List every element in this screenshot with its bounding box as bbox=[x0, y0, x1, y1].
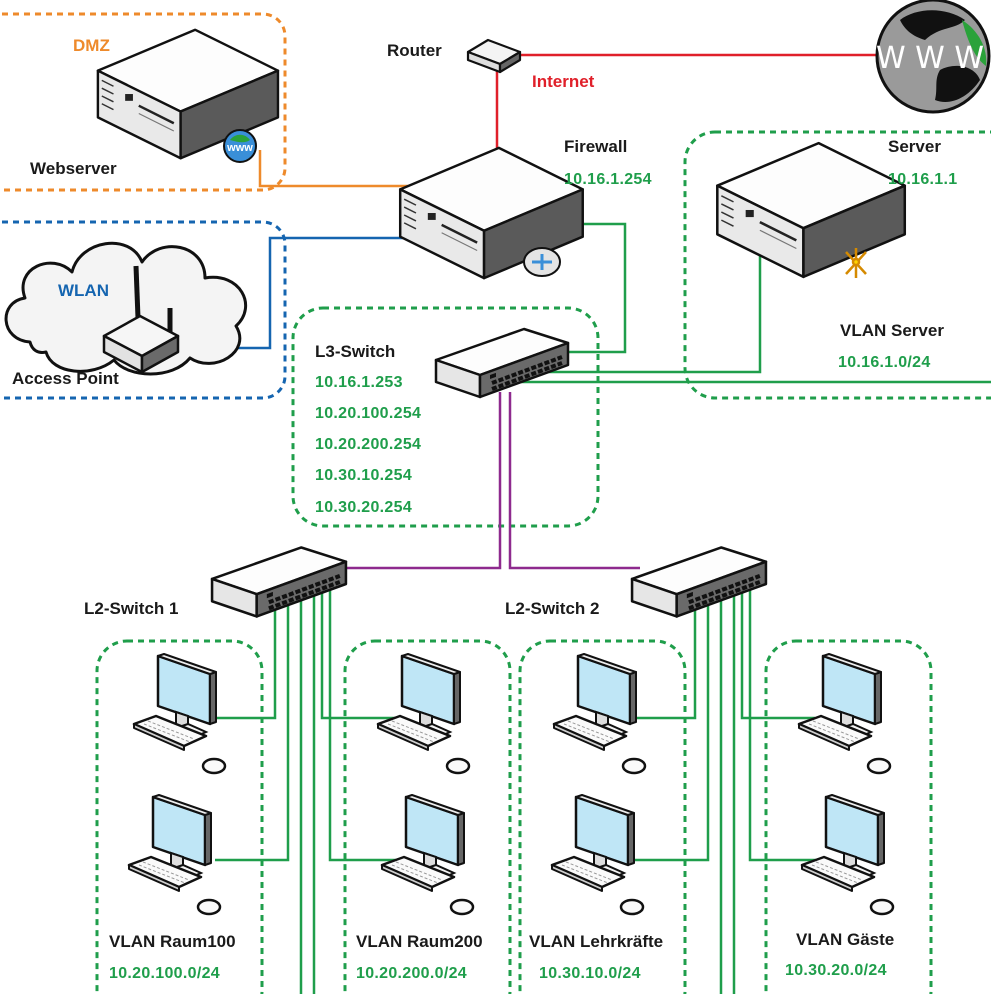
link-l2s2-pc6 bbox=[635, 604, 710, 862]
vlan-gaeste-net: 10.30.20.0/24 bbox=[785, 962, 887, 979]
wlan-label: WLAN bbox=[58, 281, 109, 300]
webserver-device[interactable]: www bbox=[96, 28, 280, 163]
l3-switch-zone-border bbox=[291, 306, 600, 528]
l2-switch-1-label: L2-Switch 1 bbox=[84, 599, 178, 618]
workstation-raum100-2[interactable] bbox=[127, 793, 222, 916]
router-label: Router bbox=[387, 41, 442, 60]
firewall-badge-icon bbox=[523, 247, 561, 277]
firewall-label: Firewall bbox=[564, 137, 627, 156]
link-l3switch-l2switch2 bbox=[508, 392, 640, 570]
firewall-ip: 10.16.1.254 bbox=[564, 171, 652, 188]
l3-switch-ip-3: 10.20.200.254 bbox=[315, 436, 421, 453]
l3-switch-ip-2: 10.20.100.254 bbox=[315, 405, 421, 422]
network-star-icon bbox=[845, 248, 867, 278]
vlan-raum200-zone-border bbox=[343, 639, 512, 994]
web-globe-badge-icon: www bbox=[223, 129, 257, 163]
server-ip: 10.16.1.1 bbox=[888, 171, 957, 188]
www-globe-icon: W W W bbox=[875, 0, 991, 114]
link-l2s2-pc5 bbox=[635, 608, 697, 720]
link-l3switch-l2switch1 bbox=[340, 392, 502, 570]
link-l2s1-pc4 bbox=[328, 588, 400, 862]
vlan-lehrkraefte-net: 10.30.10.0/24 bbox=[539, 965, 641, 982]
access-point-device[interactable] bbox=[102, 265, 180, 374]
l3-switch-ip-5: 10.30.20.254 bbox=[315, 499, 412, 516]
webserver-label: Webserver bbox=[30, 159, 117, 178]
link-l2s1-pc1 bbox=[215, 608, 277, 720]
l3-switch-label: L3-Switch bbox=[315, 342, 395, 361]
l3-switch-ip-4: 10.30.10.254 bbox=[315, 467, 412, 484]
vlan-server-net: 10.16.1.0/24 bbox=[838, 354, 931, 371]
l3-switch-ip-1: 10.16.1.253 bbox=[315, 374, 403, 391]
vlan-gaeste-zone-border bbox=[764, 639, 933, 994]
svg-text:www: www bbox=[226, 142, 253, 154]
server-device[interactable] bbox=[716, 141, 907, 279]
connections bbox=[170, 53, 991, 994]
firewall-device[interactable] bbox=[398, 146, 584, 280]
workstation-raum200-2[interactable] bbox=[380, 793, 475, 916]
link-l2s1-pc2 bbox=[215, 604, 290, 862]
server-label: Server bbox=[888, 137, 941, 156]
vlan-raum100-net: 10.20.100.0/24 bbox=[109, 965, 220, 982]
vlan-lehrkraefte-label: VLAN Lehrkräfte bbox=[529, 932, 663, 951]
server-zone-border bbox=[683, 130, 991, 400]
l2-switch-2-label: L2-Switch 2 bbox=[505, 599, 599, 618]
workstation-lehrkraefte-2[interactable] bbox=[550, 793, 645, 916]
www-globe-text: W W W bbox=[876, 41, 984, 76]
vlan-raum100-label: VLAN Raum100 bbox=[109, 932, 236, 951]
vlan-raum200-label: VLAN Raum200 bbox=[356, 932, 483, 951]
vlan-lehrkraefte-zone-border bbox=[518, 639, 687, 994]
link-l2s1-pc3 bbox=[320, 592, 395, 720]
workstation-raum100-1[interactable] bbox=[132, 652, 227, 775]
vlan-raum100-zone-border bbox=[95, 639, 264, 994]
workstation-gaeste-1[interactable] bbox=[797, 652, 892, 775]
vlan-raum200-net: 10.20.200.0/24 bbox=[356, 965, 467, 982]
workstation-raum200-1[interactable] bbox=[376, 652, 471, 775]
vlan-server-label: VLAN Server bbox=[840, 321, 944, 340]
l2-switch-2-device[interactable] bbox=[632, 547, 766, 616]
link-l2s2-pc8 bbox=[748, 588, 820, 862]
l2-switch-1-device[interactable] bbox=[212, 547, 346, 616]
workstation-lehrkraefte-1[interactable] bbox=[552, 652, 647, 775]
link-l3switch-server bbox=[520, 244, 762, 374]
link-l2s2-pc7 bbox=[740, 592, 815, 720]
l3-switch-device[interactable] bbox=[436, 329, 568, 397]
link-webserver-firewall bbox=[258, 150, 410, 188]
dmz-label: DMZ bbox=[73, 36, 110, 55]
internet-label: Internet bbox=[532, 72, 595, 91]
link-firewall-l3switch bbox=[565, 222, 627, 354]
router-device[interactable] bbox=[466, 38, 522, 74]
workstation-gaeste-2[interactable] bbox=[800, 793, 895, 916]
access-point-label: Access Point bbox=[12, 369, 119, 388]
vlan-gaeste-label: VLAN Gäste bbox=[796, 930, 894, 949]
